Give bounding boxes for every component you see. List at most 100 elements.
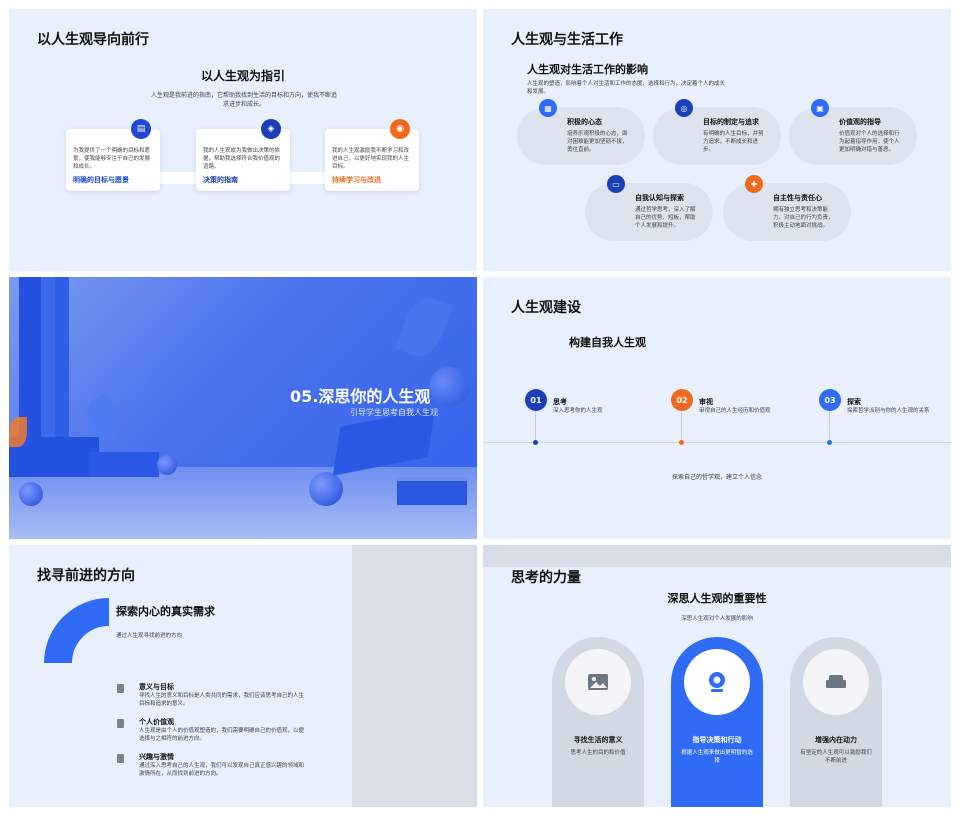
target-icon: ◉ bbox=[390, 119, 410, 139]
arch-text: 思考人生的目的和价值 bbox=[570, 750, 626, 756]
step-stem bbox=[535, 411, 536, 441]
item-heading: 价值观的指导 bbox=[839, 118, 881, 126]
calendar-icon: ▤ bbox=[131, 119, 151, 139]
slide-subtitle: 以人生观为指引 bbox=[200, 69, 285, 83]
list-item: 意义与目标 寻找人生的意义和目标是人类共同的需求，我们应该思考自己的人生目标和追… bbox=[117, 682, 317, 708]
document-icon bbox=[117, 719, 124, 728]
item-text: 有明确的人生目标，并努力追求，不断成长和进步。 bbox=[703, 131, 764, 153]
card-goal: ▤ 为我提供了一个明确的目标和愿景，使我能够专注于自己的发展和成长。 明确的目标… bbox=[66, 119, 160, 191]
slide-description: 人生观的塑造，影响着个人对生活和工作的态度、选择和行为，决定着个人的成长和发展。 bbox=[527, 81, 726, 95]
arch-heading: 指导决策和行动 bbox=[692, 736, 742, 744]
slide-subtitle: 人生观对生活工作的影响 bbox=[527, 63, 648, 76]
slide-6[interactable]: 思考的力量 深思人生观的重要性 深思人生观对个人发展的影响 寻找生活的意义 思考… bbox=[483, 545, 951, 807]
card-learning: ◉ 我的人生观激励我不断学习和改进自己，以更好地实现我的人生目标。 持续学习与改… bbox=[325, 119, 419, 191]
target-icon: ◎ bbox=[675, 99, 693, 117]
step-stem bbox=[681, 411, 682, 441]
step-decoration bbox=[89, 452, 159, 477]
item-heading: 自我认知与探索 bbox=[635, 194, 684, 202]
document-icon bbox=[117, 684, 124, 693]
card-heading: 明确的目标与愿景 bbox=[73, 176, 129, 184]
step-number: 03 bbox=[819, 389, 841, 411]
influence-item: ✚ 自主性与责任心 拥有独立思考和决策能力，对自己的行为负责，积极主动地面对挑战… bbox=[723, 175, 851, 241]
slide-title: 以人生观导向前行 bbox=[37, 32, 149, 48]
sphere-decoration bbox=[429, 367, 469, 407]
item-heading: 意义与目标 bbox=[139, 683, 174, 691]
slide-title: 找寻前进的方向 bbox=[37, 568, 135, 584]
slide-1[interactable]: 以人生观导向前行 以人生观为指引 人生观是我前进的指南，它帮助我找到生活的目标和… bbox=[9, 9, 477, 271]
slide-description: 人生观是我前进的指南，它帮助我找到生活的目标和方向，使我不断追求进步和成长。 bbox=[150, 92, 337, 108]
step-heading: 思考 bbox=[553, 398, 567, 406]
slide-subtitle: 深思人生观的重要性 bbox=[667, 592, 767, 605]
slide-5[interactable]: 找寻前进的方向 探索内心的真实需求 通过人生观寻找前进的方向 意义与目标 寻找人… bbox=[9, 545, 477, 807]
item-heading: 自主性与责任心 bbox=[773, 194, 822, 202]
step-text: 审视自己的人生经历和价值观 bbox=[699, 408, 771, 414]
card-text: 我的人生观成为我做出决策的依据，帮助我选择符合我价值观的道路。 bbox=[203, 148, 281, 170]
slide-subtitle: 构建自我人生观 bbox=[569, 336, 646, 349]
step-decoration bbox=[9, 437, 99, 477]
step-number: 02 bbox=[671, 389, 693, 411]
influence-item: ▦ 积极的心态 培养乐观积极的心态，面对困难能更加坚韧不拔，勇往直前。 bbox=[517, 99, 645, 165]
step-text: 深入思考你的人生观 bbox=[553, 408, 603, 414]
arch-card: 寻找生活的意义 思考人生的目的和价值 bbox=[552, 637, 644, 807]
arch-heading: 增强内在动力 bbox=[815, 736, 857, 744]
card-heading: 持续学习与改进 bbox=[332, 176, 381, 184]
sphere-decoration bbox=[157, 455, 177, 475]
chat-icon: ▭ bbox=[607, 175, 625, 193]
card-decision: ◈ 我的人生观成为我做出决策的依据，帮助我选择符合我价值观的道路。 决策的指南 bbox=[196, 119, 290, 191]
image-icon: ▦ bbox=[539, 99, 557, 117]
section-subtitle: 引导学生思考自我人生观 bbox=[350, 408, 438, 417]
item-text: 通过深入思考自己的人生观，我们可以发现自己真正感兴趣的领域和激情所在，从而找到前… bbox=[139, 763, 305, 777]
item-heading: 积极的心态 bbox=[567, 118, 602, 126]
slide-title: 思考的力量 bbox=[511, 570, 581, 586]
graduation-cap-decoration bbox=[332, 408, 436, 476]
picture-icon bbox=[565, 649, 631, 715]
item-text: 拥有独立思考和决策能力，对自己的行为负责，积极主动地面对挑战。 bbox=[773, 207, 834, 229]
item-text: 人生观是由个人的价值观塑造的，我们需要明确自己的价值观，以便选择与之相符的前进方… bbox=[139, 728, 305, 742]
arch-card: 增强内在动力 有坚定的人生观可以激励我们不断前进 bbox=[790, 637, 882, 807]
card-text: 为我提供了一个明确的目标和愿景，使我能够专注于自己的发展和成长。 bbox=[73, 148, 151, 170]
item-text: 寻找人生的意义和目标是人类共同的需求，我们应该思考自己的人生目标和追求的意义。 bbox=[139, 693, 305, 707]
item-heading: 个人价值观 bbox=[139, 718, 174, 726]
plus-icon: ✚ bbox=[745, 175, 763, 193]
slide-title: 人生观建设 bbox=[511, 300, 581, 316]
sphere-decoration bbox=[19, 482, 43, 506]
slide-4[interactable]: 人生观建设 构建自我人生观 01 思考 深入思考你的人生观 02 审视 审视自己… bbox=[483, 277, 951, 539]
box-icon: ▣ bbox=[811, 99, 829, 117]
card-heading: 决策的指南 bbox=[203, 176, 238, 184]
step-heading: 审视 bbox=[699, 398, 713, 406]
arch-card-active: 指导决策和行动 根据人生观来做出更明智的选择 bbox=[671, 637, 763, 807]
network-icon: ◈ bbox=[261, 119, 281, 139]
slide-description: 深思人生观对个人发展的影响 bbox=[681, 616, 753, 622]
slide-title: 人生观与生活工作 bbox=[511, 32, 623, 48]
column-decoration bbox=[55, 277, 69, 477]
top-band bbox=[483, 545, 951, 567]
column-decoration bbox=[41, 277, 55, 477]
item-text: 价值观对个人的选择和行为起着指导作用，使个人更加明确对错与善恶。 bbox=[839, 131, 900, 153]
influence-item: ◎ 目标的制定与追求 有明确的人生目标，并努力追求，不断成长和进步。 bbox=[653, 99, 781, 165]
item-heading: 目标的制定与追求 bbox=[703, 118, 759, 126]
leaf-decoration bbox=[394, 291, 454, 363]
sphere-decoration bbox=[309, 472, 343, 506]
item-heading: 兴趣与激情 bbox=[139, 753, 174, 761]
step-dot bbox=[827, 440, 832, 445]
arch-heading: 寻找生活的意义 bbox=[573, 736, 623, 744]
slide-subtitle: 探索内心的真实需求 bbox=[116, 605, 215, 618]
list-item: 个人价值观 人生观是由个人的价值观塑造的，我们需要明确自己的价值观，以便选择与之… bbox=[117, 717, 317, 743]
influence-item: ▭ 自我认知与探索 通过哲学思考，深入了解自己的优势、短板，帮助个人发展和提升。 bbox=[585, 175, 713, 241]
arch-text: 有坚定的人生观可以激励我们不断前进 bbox=[800, 750, 872, 764]
step-stem bbox=[829, 411, 830, 441]
step-number: 01 bbox=[525, 389, 547, 411]
influence-item: ▣ 价值观的指导 价值观对个人的选择和行为起着指导作用，使个人更加明确对错与善恶… bbox=[789, 99, 917, 165]
slide-2[interactable]: 人生观与生活工作 人生观对生活工作的影响 人生观的塑造，影响着个人对生活和工作的… bbox=[483, 9, 951, 271]
card-text: 我的人生观激励我不断学习和改进自己，以更好地实现我的人生目标。 bbox=[332, 148, 410, 170]
slide-footer-text: 探索自己的哲学观，建立个人信念 bbox=[671, 474, 762, 481]
leaf-decoration bbox=[81, 392, 127, 442]
step-dot bbox=[679, 440, 684, 445]
slide-description: 通过人生观寻找前进的方向 bbox=[116, 633, 183, 639]
slide-3[interactable]: 05.深思你的人生观 引导学生思考自我人生观 bbox=[9, 277, 477, 539]
leaf-decoration bbox=[9, 417, 27, 447]
arch-text: 根据人生观来做出更明智的选择 bbox=[681, 750, 753, 764]
list-item: 兴趣与激情 通过深入思考自己的人生观，我们可以发现自己真正感兴趣的领域和激情所在… bbox=[117, 752, 317, 778]
book-decoration bbox=[397, 477, 467, 505]
step-dot bbox=[533, 440, 538, 445]
